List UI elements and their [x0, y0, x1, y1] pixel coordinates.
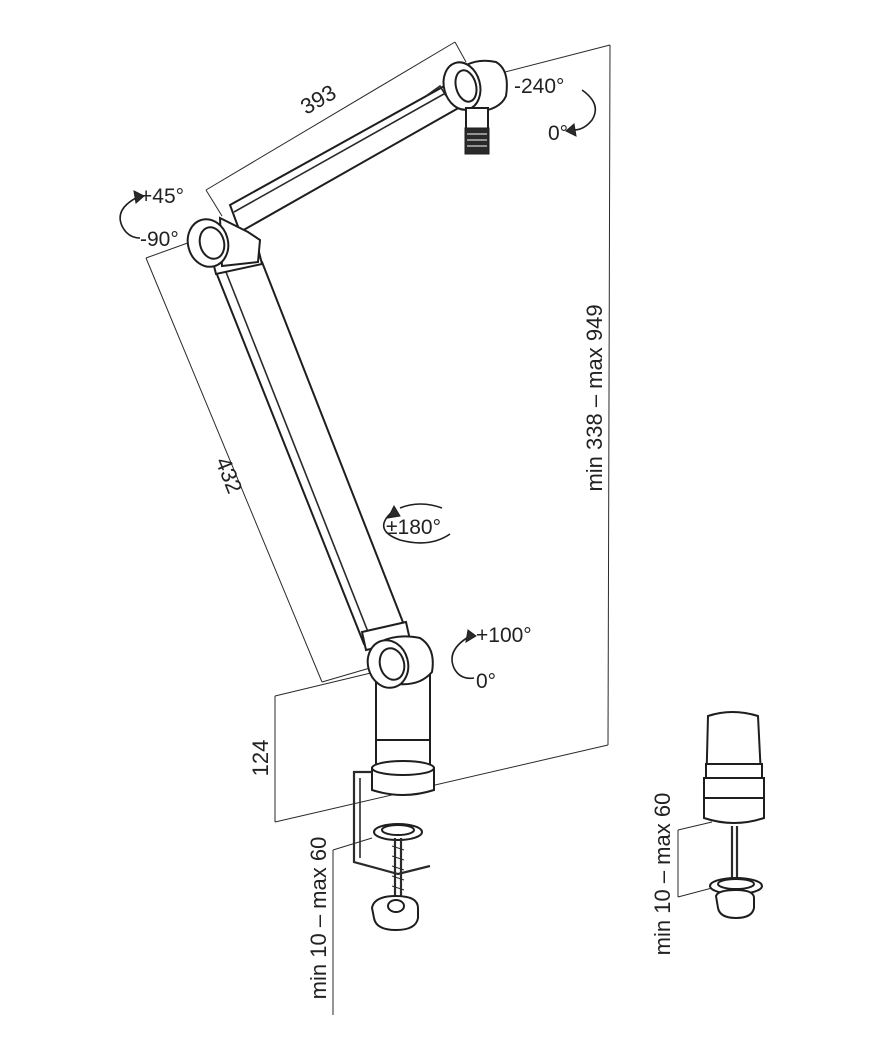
overall-height-dimension-line: [607, 44, 611, 746]
clamp-range-top-extension: [332, 837, 373, 851]
elbow-rotation-arrow-icon: [119, 195, 141, 239]
upper-arm-extension-left: [205, 189, 223, 217]
base-joint: [366, 635, 434, 689]
elbow-top-label: +45°: [140, 185, 184, 208]
base-rotation-arrow-icon: [451, 635, 475, 680]
dimension-lines: [145, 41, 713, 1015]
head-joint: [425, 59, 508, 155]
mic-mount-stem: [465, 107, 489, 131]
base-bottom-label: 0°: [476, 670, 496, 693]
clamp-knob: [370, 894, 419, 932]
arm-rotation-arrow-icon: [382, 511, 451, 544]
base-column: [371, 669, 435, 796]
clamp-detail-top-extension: [677, 821, 713, 831]
overall-height-top-extension: [504, 44, 611, 73]
clamp-range-label: min 10 – max 60: [306, 837, 331, 1000]
mic-mount-thread: [464, 127, 490, 155]
base-top-label: +100°: [476, 624, 532, 647]
elbow-bottom-label: -90°: [140, 228, 179, 251]
desk-clamp: [352, 770, 431, 932]
clamp-detail-range-label: min 10 – max 60: [650, 793, 675, 956]
dimension-labels: 393 432 124 min 338 – max 949 min 10 – m…: [210, 79, 675, 999]
overall-height-bottom-extension: [274, 744, 609, 823]
lower-arm-length-label: 432: [210, 453, 247, 496]
lower-arm: [210, 246, 412, 652]
elbow-joint: [186, 216, 262, 268]
lower-arm-extension-bottom: [321, 667, 371, 683]
upper-arm-dimension-line: [205, 41, 456, 191]
head-tilt-top-label: -240°: [514, 75, 564, 98]
clamp-detail: [703, 711, 765, 920]
head-tilt-bottom-label: 0°: [548, 122, 568, 145]
upper-arm-extension-right: [454, 41, 467, 63]
clamp-detail-bottom-extension: [677, 887, 713, 898]
rotation-arrows: [119, 89, 597, 680]
base-height-top-extension: [274, 671, 376, 697]
head-rotation-arrow-icon: [573, 89, 597, 131]
arm-rotation-label: ±180°: [386, 516, 441, 539]
angle-labels: -240° 0° +45° -90° ±180° +100° 0°: [140, 75, 568, 693]
lower-arm-dimension-line: [145, 257, 323, 683]
overall-height-label: min 338 – max 949: [582, 304, 607, 491]
base-height-label: 124: [248, 740, 273, 777]
upper-arm: [228, 82, 464, 234]
